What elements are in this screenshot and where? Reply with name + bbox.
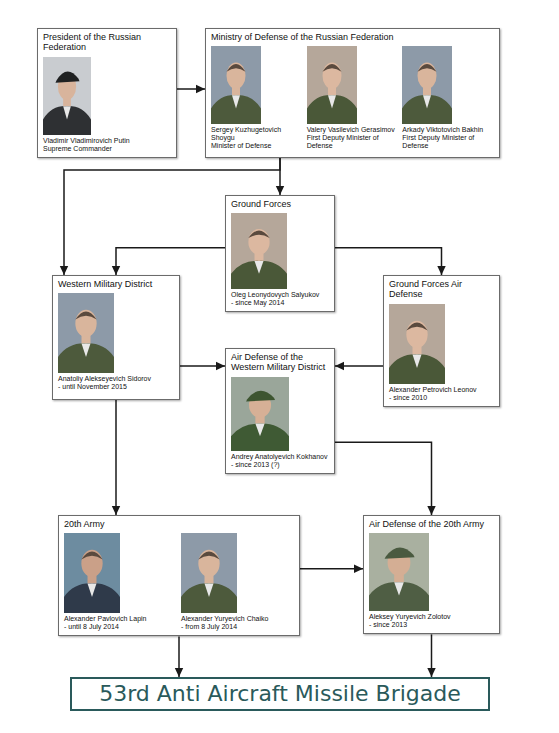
portrait-row: Aleksey Yuryevich Zolotov- since 2013 — [369, 533, 494, 629]
portrait-photo — [389, 304, 445, 384]
unit-heading: President of the Russian Federation — [43, 32, 171, 53]
command-connector — [431, 634, 433, 677]
brigade-box: 53rd Anti Aircraft Missile Brigade — [70, 677, 490, 711]
unit-heading: Air Defense of the 20th Army — [369, 519, 494, 529]
person-role: First Deputy Minister of Defense — [307, 134, 399, 150]
portrait-photo — [211, 46, 261, 124]
portrait-row: Andrey Anatolyevich Kokhanov- since 2013… — [231, 377, 329, 469]
unit-box: Ground Forces Air DefenseAlexander Petro… — [383, 275, 500, 407]
person-column: Aleksey Yuryevich Zolotov- since 2013 — [369, 533, 494, 629]
person-name: Arkady Viktotovich Bakhin — [402, 126, 483, 134]
portrait-photo — [181, 533, 237, 613]
person-name: Anatoliy Alekseyevich Sidorov — [58, 375, 151, 383]
person-role: Minister of Defense — [211, 142, 271, 150]
command-connector — [177, 88, 205, 90]
unit-box: Air Defense of the 20th ArmyAleksey Yury… — [363, 515, 500, 634]
command-connector — [115, 400, 117, 515]
person-name: Alexander Yuryevich Chaiko — [181, 615, 268, 623]
person-role: - until November 2015 — [58, 383, 127, 391]
portrait-photo — [369, 533, 429, 611]
person-role: - since 2013 — [369, 621, 407, 629]
person-column: Sergey Kuzhugetovich ShoyguMinister of D… — [211, 46, 303, 150]
person-name: Vladimir Vladimirovich Putin — [43, 137, 130, 145]
command-connector — [180, 365, 225, 367]
person-column: Alexander Petrovich Leonov- since 2010 — [389, 304, 494, 402]
person-column: Anatoliy Alekseyevich Sidorov- until Nov… — [58, 293, 174, 391]
person-role: Supreme Commander — [43, 145, 112, 153]
portrait-row: Sergey Kuzhugetovich ShoyguMinister of D… — [211, 46, 494, 150]
unit-title: 53rd Anti Aircraft Missile Brigade — [99, 682, 461, 706]
person-column: Andrey Anatolyevich Kokhanov- since 2013… — [231, 377, 329, 469]
unit-heading: 20th Army — [64, 519, 294, 529]
person-name: Aleksey Yuryevich Zolotov — [369, 613, 451, 621]
person-column: Alexander Pavlovich Lapin- until 8 July … — [64, 533, 177, 631]
person-name: Alexander Petrovich Leonov — [389, 386, 477, 394]
command-connector — [116, 248, 225, 275]
person-role: - since 2013 (?) — [231, 461, 280, 469]
person-name: Sergey Kuzhugetovich Shoygu — [211, 126, 303, 142]
unit-box: Ministry of Defense of the Russian Feder… — [205, 28, 500, 158]
portrait-photo — [43, 57, 91, 135]
unit-box: Western Military DistrictAnatoliy Alekse… — [52, 275, 180, 400]
unit-heading: Western Military District — [58, 279, 174, 289]
person-name: Valery Vasilevich Gerasimov — [307, 126, 395, 134]
portrait-row: Vladimir Vladimirovich PutinSupreme Comm… — [43, 57, 171, 153]
person-name: Andrey Anatolyevich Kokhanov — [231, 453, 328, 461]
person-column: Oleg Leonydovych Salyukov- since May 201… — [231, 213, 329, 307]
unit-box: 20th ArmyAlexander Pavlovich Lapin- unti… — [58, 515, 300, 636]
portrait-photo — [231, 377, 289, 451]
person-role: - since 2010 — [389, 394, 427, 402]
unit-heading: Ground Forces Air Defense — [389, 279, 494, 300]
portrait-photo — [231, 213, 287, 289]
unit-box: Air Defense of the Western Military Dist… — [225, 348, 335, 474]
command-connector — [335, 248, 442, 275]
unit-heading: Ground Forces — [231, 199, 329, 209]
person-role: - from 8 July 2014 — [181, 623, 237, 631]
portrait-row: Anatoliy Alekseyevich Sidorov- until Nov… — [58, 293, 174, 391]
portrait-photo — [307, 46, 357, 124]
person-name: Alexander Pavlovich Lapin — [64, 615, 147, 623]
portrait-row: Oleg Leonydovych Salyukov- since May 201… — [231, 213, 329, 307]
unit-heading: Ministry of Defense of the Russian Feder… — [211, 32, 494, 42]
portrait-row: Alexander Pavlovich Lapin- until 8 July … — [64, 533, 294, 631]
command-connector — [335, 442, 432, 515]
command-connector — [178, 636, 180, 677]
person-role: First Deputy Minister of Defense — [402, 134, 494, 150]
portrait-row: Alexander Petrovich Leonov- since 2010 — [389, 304, 494, 402]
person-role: - since May 2014 — [231, 299, 284, 307]
command-connector — [335, 365, 383, 367]
portrait-photo — [402, 46, 452, 124]
person-column: Vladimir Vladimirovich PutinSupreme Comm… — [43, 57, 171, 153]
unit-heading: Air Defense of the Western Military Dist… — [231, 352, 329, 373]
command-connector — [300, 568, 363, 570]
portrait-photo — [58, 293, 114, 373]
person-column: Alexander Yuryevich Chaiko- from 8 July … — [181, 533, 294, 631]
person-role: - until 8 July 2014 — [64, 623, 119, 631]
unit-box: President of the Russian FederationVladi… — [37, 28, 177, 158]
person-column: Arkady Viktotovich BakhinFirst Deputy Mi… — [402, 46, 494, 150]
portrait-photo — [64, 533, 120, 613]
person-name: Oleg Leonydovych Salyukov — [231, 291, 319, 299]
person-column: Valery Vasilevich GerasimovFirst Deputy … — [307, 46, 399, 150]
unit-box: Ground ForcesOleg Leonydovych Salyukov- … — [225, 195, 335, 312]
